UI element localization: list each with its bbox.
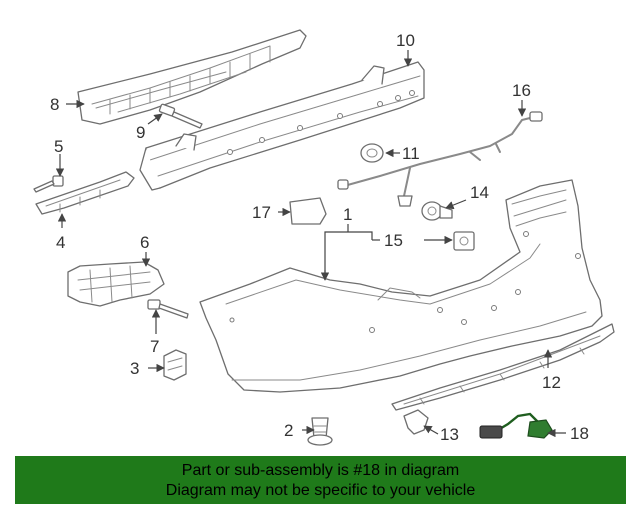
callout-14: 14 <box>470 183 489 202</box>
callout-12: 12 <box>542 373 561 392</box>
callout-18: 18 <box>570 424 589 443</box>
part-13-bracket[interactable] <box>403 409 429 435</box>
part-7-bolt[interactable] <box>147 299 189 319</box>
callout-5: 5 <box>54 137 63 156</box>
part-11-grommet[interactable] <box>360 143 384 163</box>
callout-8: 8 <box>50 95 59 114</box>
part-10-reinforcement-beam[interactable] <box>139 61 425 191</box>
part-9-bolt[interactable] <box>158 103 203 129</box>
callout-16: 16 <box>512 81 531 100</box>
callout-1: 1 <box>343 205 352 224</box>
callout-labels: 1 2 3 4 5 6 7 8 9 10 11 12 13 14 15 16 1… <box>50 31 589 444</box>
callout-2: 2 <box>284 421 293 440</box>
callout-17: 17 <box>252 203 271 222</box>
leader-lines <box>55 50 566 438</box>
banner-line-disclaimer: Diagram may not be specific to your vehi… <box>165 482 476 499</box>
callout-9: 9 <box>136 123 145 142</box>
part-12-lower-valance[interactable] <box>391 323 615 411</box>
callout-4: 4 <box>56 233 65 252</box>
part-5-bolt[interactable] <box>33 175 64 193</box>
callout-13: 13 <box>440 425 459 444</box>
parts-diagram: 1 2 3 4 5 6 7 8 9 10 11 12 13 14 15 16 1… <box>33 29 615 446</box>
part-17-reflector[interactable] <box>289 197 327 225</box>
callout-6: 6 <box>140 233 149 252</box>
part-8-energy-absorber[interactable] <box>77 29 307 125</box>
callout-7: 7 <box>150 337 159 356</box>
part-1-bumper-cover[interactable] <box>199 179 603 393</box>
disclaimer-banner: Part or sub-assembly is #18 in diagram D… <box>15 456 626 504</box>
callout-11: 11 <box>402 144 420 163</box>
callout-15: 15 <box>384 231 403 250</box>
part-14-sensor[interactable] <box>421 201 453 221</box>
part-2-pin[interactable] <box>307 417 333 446</box>
callout-10: 10 <box>396 31 415 50</box>
banner-line-part-number: Part or sub-assembly is #18 in diagram <box>181 462 460 479</box>
part-4-bracket[interactable] <box>35 171 135 215</box>
part-15-bracket[interactable] <box>453 231 475 251</box>
callout-3: 3 <box>130 359 139 378</box>
part-3-clip[interactable] <box>163 349 187 381</box>
part-6-bracket[interactable] <box>67 261 165 307</box>
part-18-sensor-harness[interactable] <box>479 412 553 439</box>
part-16-wiring-harness[interactable] <box>337 111 543 207</box>
